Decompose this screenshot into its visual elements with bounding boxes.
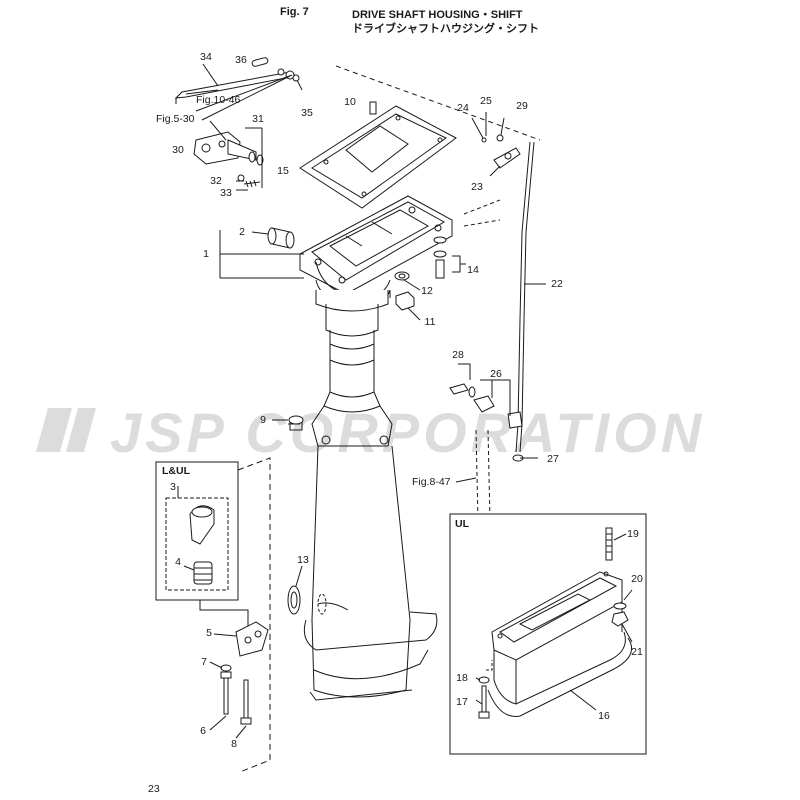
ball-32 — [237, 174, 245, 182]
bolt-35 — [292, 74, 303, 91]
callout-9: 9 — [260, 414, 266, 426]
callout-12: 12 — [421, 285, 433, 297]
callout-29: 29 — [516, 100, 528, 112]
l-ul-box — [155, 461, 239, 601]
l-ul-box-title: L&UL — [162, 465, 190, 477]
title-english: DRIVE SHAFT HOUSING・SHIFT — [352, 9, 523, 21]
callout-27: 27 — [547, 453, 559, 465]
nut-11 — [395, 291, 421, 321]
seal-13 — [287, 565, 327, 615]
callout-33: 33 — [220, 187, 232, 199]
ref-fig-8-47: Fig.8-47 — [412, 476, 451, 488]
callout-34: 34 — [200, 51, 212, 63]
washer-12 — [394, 271, 421, 291]
rubber-mount-2 — [267, 227, 295, 249]
bolt-8 — [235, 679, 252, 739]
callout-16: 16 — [598, 710, 610, 722]
callout-2: 2 — [239, 226, 245, 238]
ref-fig-10-46: Fig.10-46 — [196, 94, 241, 106]
callout-17: 17 — [456, 696, 468, 708]
callout-11: 11 — [424, 316, 436, 328]
callout-5: 5 — [206, 627, 212, 639]
callout-36: 36 — [235, 54, 247, 66]
callout-13: 13 — [297, 554, 309, 566]
pin-36 — [251, 57, 269, 67]
callout-21: 21 — [631, 646, 643, 658]
bolt-28 — [449, 363, 476, 398]
washer-7 — [209, 661, 232, 672]
bracket-23 — [489, 147, 521, 177]
clamp-26 — [473, 379, 523, 429]
watermark-logo: JSP CORPORATION — [36, 401, 705, 464]
callout-15: 15 — [277, 165, 289, 177]
page-number: 23 — [148, 783, 160, 795]
watermark-text: JSP CORPORATION — [110, 401, 705, 464]
spring-33 — [243, 179, 261, 188]
plug-9 — [272, 415, 304, 431]
callout-7: 7 — [201, 656, 207, 668]
callout-22: 22 — [551, 278, 563, 290]
callout-20: 20 — [631, 573, 643, 585]
callout-35: 35 — [301, 107, 313, 119]
callout-30: 30 — [172, 144, 184, 156]
drive-shaft-housing — [303, 290, 438, 701]
ref-fig-5-30: Fig.5-30 — [156, 113, 195, 125]
callout-28: 28 — [452, 349, 464, 361]
callout-10: 10 — [344, 96, 356, 108]
callout-1: 1 — [203, 248, 209, 260]
dowel-10 — [369, 101, 377, 115]
callout-8: 8 — [231, 738, 237, 750]
title-japanese: ドライブシャフトハウジング・シフト — [352, 23, 539, 35]
callout-32: 32 — [210, 175, 222, 187]
callout-4: 4 — [175, 556, 181, 568]
ul-box — [449, 513, 647, 755]
bolt-6 — [209, 671, 232, 731]
shift-lever-30 — [193, 131, 257, 165]
bolts-14 — [433, 236, 466, 279]
callout-23: 23 — [471, 181, 483, 193]
figure-label: Fig. 7 — [280, 6, 309, 18]
bracket-5 — [213, 621, 269, 657]
callout-26: 26 — [490, 368, 502, 380]
callout-25: 25 — [480, 95, 492, 107]
callout-31: 31 — [252, 113, 264, 125]
ul-box-title: UL — [455, 518, 469, 530]
callout-19: 19 — [627, 528, 639, 540]
callout-6: 6 — [200, 725, 206, 737]
shift-rod-22 — [512, 141, 546, 462]
callout-14: 14 — [467, 264, 479, 276]
callout-3: 3 — [170, 481, 176, 493]
callout-18: 18 — [456, 672, 468, 684]
callout-24: 24 — [457, 102, 469, 114]
screw-24-25-29 — [471, 112, 505, 143]
gasket-15 — [299, 105, 457, 209]
